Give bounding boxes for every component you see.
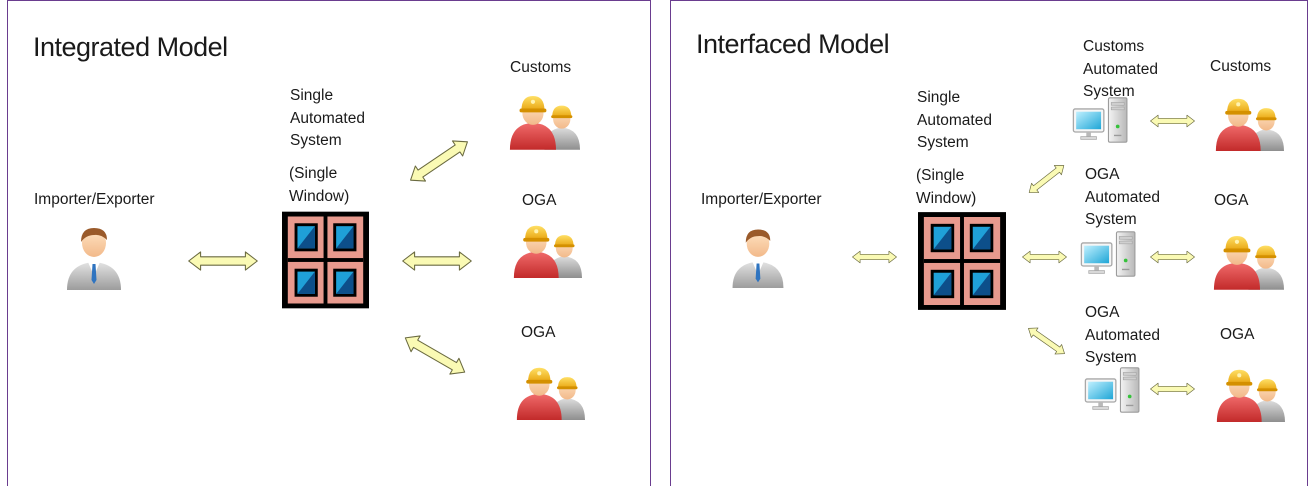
- interfaced-oga-officers-icon: [1212, 232, 1284, 290]
- single-window-label: (Single Window): [289, 165, 350, 205]
- single-automated-system-label: Single Automated System: [290, 87, 365, 149]
- importer-exporter-person-icon: [58, 220, 130, 290]
- oga-automated-system-label: OGA Automated System: [1085, 166, 1160, 228]
- oga-second-officers-icon: [515, 364, 585, 420]
- customs-system-double-arrow-icon: [1150, 114, 1195, 128]
- oga-computer-icon: [1080, 230, 1140, 278]
- interfaced-single-window-label: (Single Window): [916, 167, 977, 207]
- interfaced-oga-second-label: OGA: [1220, 326, 1255, 343]
- oga-officers-icon: [512, 222, 582, 278]
- interfaced-single-window-icon: [918, 212, 1006, 310]
- interfaced-model-title: Interfaced Model: [696, 29, 890, 59]
- integrated-model-title: Integrated Model: [33, 32, 228, 62]
- oga-second-system-double-arrow-icon: [1150, 382, 1195, 396]
- interfaced-single-automated-system-label: Single Automated System: [917, 89, 992, 151]
- oga-label: OGA: [522, 192, 557, 209]
- customs-label: Customs: [510, 59, 572, 76]
- interfaced-oga-second-officers-icon: [1214, 366, 1286, 422]
- oga-system-double-arrow-icon: [1150, 250, 1195, 264]
- customs-officers-icon: [508, 92, 580, 150]
- importer-single-window-double-arrow-icon: [188, 251, 258, 271]
- interfaced-importer-double-arrow-icon: [852, 250, 897, 264]
- interfaced-importer-exporter-label: Importer/Exporter: [701, 191, 822, 208]
- interfaced-oga-label: OGA: [1214, 192, 1249, 209]
- interfaced-customs-officers-icon: [1214, 94, 1284, 152]
- oga-double-arrow-icon: [402, 251, 472, 271]
- interfaced-importer-exporter-person-icon: [724, 222, 792, 288]
- interfaced-oga-system-double-arrow-icon: [1022, 250, 1067, 264]
- interfaced-customs-label: Customs: [1210, 58, 1272, 75]
- importer-exporter-label: Importer/Exporter: [34, 191, 155, 208]
- oga-second-computer-icon: [1084, 366, 1144, 414]
- single-window-icon: [282, 210, 369, 310]
- customs-automated-system-label: Customs Automated System: [1083, 38, 1158, 100]
- customs-computer-icon: [1072, 96, 1132, 144]
- oga-second-label: OGA: [521, 324, 556, 341]
- oga-second-automated-system-label: OGA Automated System: [1085, 304, 1160, 366]
